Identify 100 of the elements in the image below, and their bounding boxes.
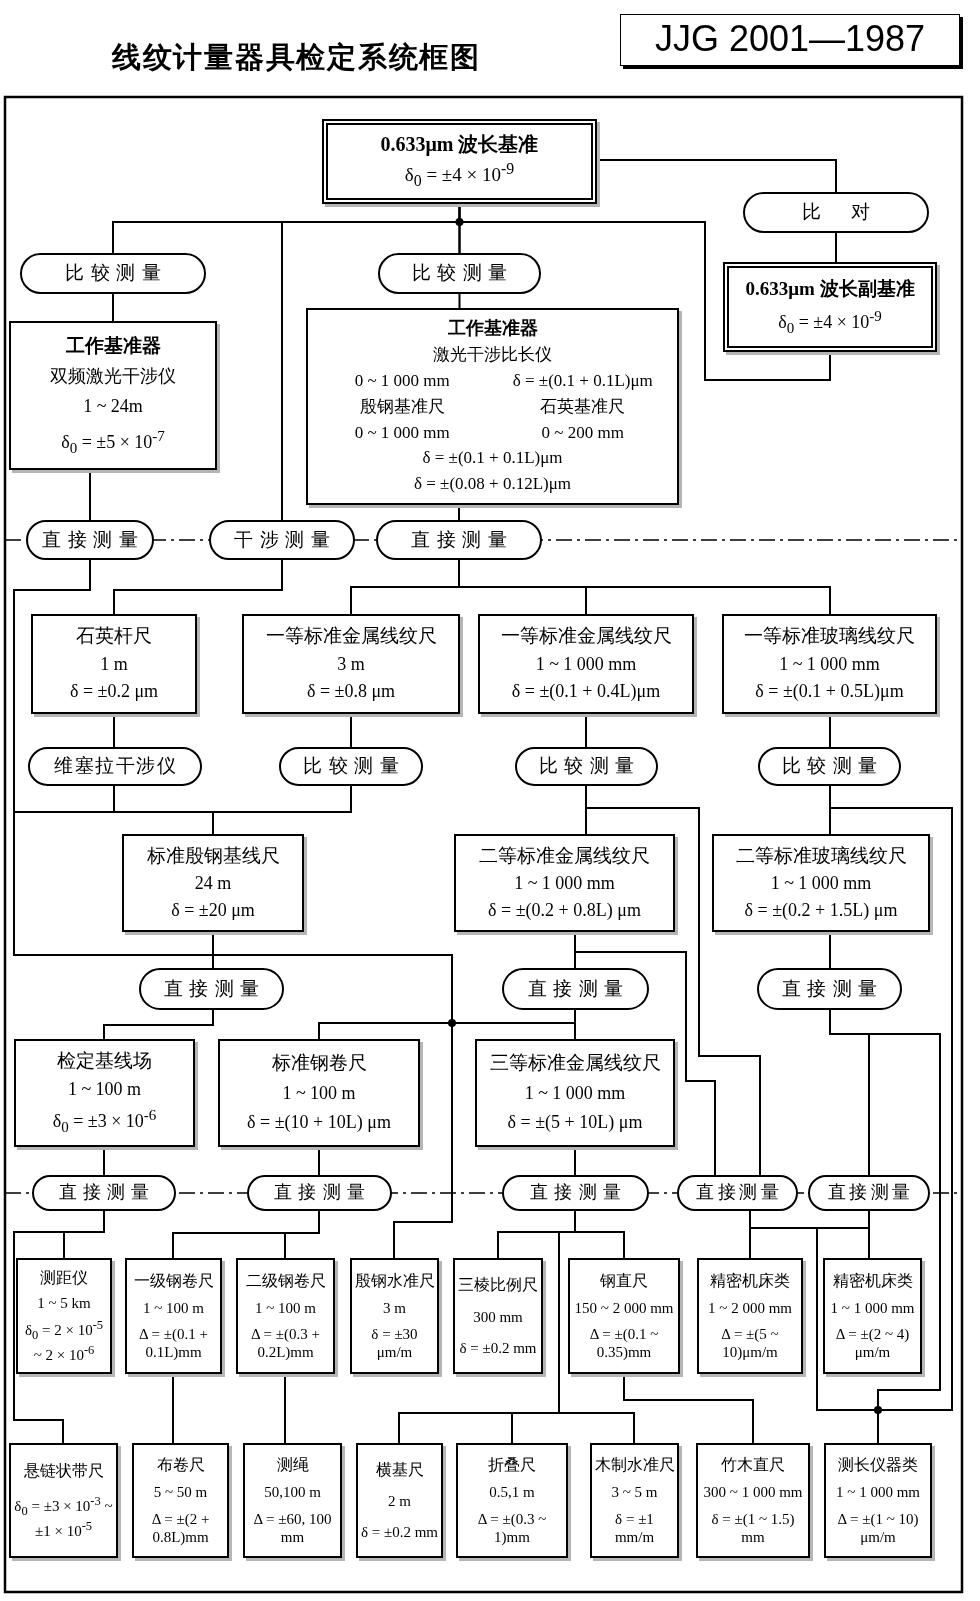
connector-line xyxy=(284,1210,320,1259)
box-heading: 三等标准金属线纹尺 xyxy=(489,1052,661,1075)
pill-label: 直接测量 xyxy=(163,977,267,1001)
box-heading: 一级钢卷尺 xyxy=(133,1270,214,1290)
box-text: δ = ±(5 + 10L) μm xyxy=(507,1112,643,1134)
box-heading: 折叠尺 xyxy=(488,1455,536,1475)
box-text: δ = ±0.2 μm xyxy=(69,681,159,703)
box-text: δ = ±20 μm xyxy=(171,899,255,922)
method-pill xyxy=(502,968,649,1010)
box-text: 3 ~ 5 m xyxy=(611,1483,658,1502)
pill-label: 比较测量 xyxy=(781,755,885,778)
box-heading: 精密机床类 xyxy=(832,1270,913,1290)
pill-label: 直接测量 xyxy=(530,1182,628,1204)
standard-code-label: JJG 2001—1987 xyxy=(620,14,960,66)
box-text: 1 ~ 100 m xyxy=(142,1298,204,1317)
box-text: Δ = ±(5 ~ 10)μm/m xyxy=(720,1325,780,1362)
box-text: 1 ~ 100 m xyxy=(282,1082,356,1105)
instrument-box xyxy=(356,1443,443,1558)
method-pill xyxy=(378,253,541,294)
box-heading: 0.633μm 波长基准 xyxy=(380,131,539,156)
box-text: 1 ~ 1 000 mm xyxy=(524,1082,626,1105)
box-text: Δ = ±(2 + 0.8L)mm xyxy=(150,1509,211,1546)
box-text: 1 ~ 1 000 mm xyxy=(779,653,880,676)
box-text: Δ = ±(0.3 + 0.2L)mm xyxy=(250,1325,321,1362)
pill-label: 比较测量 xyxy=(303,755,406,778)
method-pill xyxy=(758,747,901,786)
box-text: δ = ±0.2 mm xyxy=(459,1338,537,1357)
box-heading: 横基尺 xyxy=(375,1459,424,1480)
box-text: 1 ~ 1 000 mm xyxy=(770,872,872,895)
instrument-box xyxy=(456,1443,568,1558)
box-heading: 测距仪 xyxy=(40,1268,88,1288)
box-heading: 工作基准器 xyxy=(446,318,539,340)
box-heading: 钢直尺 xyxy=(600,1270,648,1290)
box-text: 5 ~ 50 m xyxy=(153,1483,208,1502)
box-text: Δ = ±(0.3 ~ 1)mm xyxy=(476,1509,548,1546)
pill-label: 直接测量 xyxy=(827,1182,914,1204)
box-text: 激光干涉比长仪 xyxy=(432,345,553,366)
instrument-box xyxy=(243,1443,342,1558)
box-text: δ = ±(0.2 + 0.8L) μm xyxy=(488,899,641,922)
box-text: Δ = ±(0.1 ~ 0.35)mm xyxy=(588,1325,660,1362)
box-text: 1 ~ 24m xyxy=(83,396,143,418)
diagram-title: 线纹计量器具检定系统框图 xyxy=(112,40,481,75)
box-text: δ = ±(0.08 + 0.12L)μm xyxy=(412,474,573,495)
method-pill xyxy=(677,1175,798,1211)
connector-line xyxy=(458,293,461,309)
connector-line xyxy=(112,293,114,322)
box-text: δ$_{0}$ = 2 × 10$^{-5}$ ~ 2 × 10$^{-6}$ xyxy=(23,1317,105,1364)
box-text: δ = ±(0.1 + 0.1L)μm xyxy=(511,371,654,392)
instrument-box xyxy=(824,1443,932,1558)
box-text: 150 ~ 2 000 mm xyxy=(574,1298,674,1317)
box-text: 石英基准尺 xyxy=(539,396,627,418)
box-text: δ = ±0.8 μm xyxy=(306,681,396,703)
box-heading: 标准钢卷尺 xyxy=(271,1052,367,1075)
pill-label: 直接测量 xyxy=(781,977,885,1001)
box-text: Δ = ±(1 ~ 10) μm/m xyxy=(836,1509,920,1546)
instrument-box xyxy=(16,1258,112,1374)
pill-label: 直接测量 xyxy=(274,1182,372,1204)
method-pill xyxy=(247,1175,392,1211)
instrument-box xyxy=(125,1258,222,1374)
box-heading: 布卷尺 xyxy=(156,1455,205,1475)
box-text: 3 m xyxy=(337,653,365,676)
instrument-box xyxy=(122,834,304,932)
instrument-box xyxy=(218,1039,420,1147)
box-text: 1 ~ 1 000 mm xyxy=(836,1483,920,1502)
box-text: 1 ~ 1 000 mm xyxy=(514,872,615,895)
box-text: 0 ~ 1 000 mm xyxy=(353,371,451,392)
instrument-box xyxy=(132,1443,229,1558)
box-heading: 一等标准金属线纹尺 xyxy=(265,625,437,648)
box-text: δ = ±(0.2 + 1.5L) μm xyxy=(744,899,898,922)
box-heading: 一等标准玻璃线纹尺 xyxy=(744,625,915,648)
box-text: 0 ~ 200 mm xyxy=(540,422,625,444)
instrument-box xyxy=(454,834,675,932)
box-text: δ = ±1 mm/m xyxy=(613,1509,656,1546)
box-heading: 检定基线场 xyxy=(57,1050,152,1073)
box-heading: 标准殷钢基线尺 xyxy=(146,844,280,868)
instrument-box xyxy=(696,1443,810,1558)
method-pill xyxy=(20,253,206,294)
box-text: δ = ±(10 + 10L) μm xyxy=(247,1112,391,1134)
method-pill xyxy=(515,747,658,786)
connector-line xyxy=(113,559,283,615)
instrument-box xyxy=(9,321,217,470)
pill-label: 比较测量 xyxy=(65,262,168,285)
box-text: 双频激光干涉仪 xyxy=(50,366,176,388)
method-pill xyxy=(376,520,542,560)
instrument-box xyxy=(568,1258,680,1374)
instrument-box xyxy=(306,308,679,505)
box-text: Δ = ±60, 100 mm xyxy=(252,1509,333,1546)
pill-label: 直接测量 xyxy=(527,977,631,1001)
box-text: 50,100 m xyxy=(264,1483,321,1502)
instrument-box xyxy=(242,614,460,714)
pill-label: 比对 xyxy=(801,201,901,224)
connector-line xyxy=(816,1210,879,1444)
instrument-box xyxy=(9,1443,118,1558)
pill-label: 直接测量 xyxy=(42,528,145,552)
pill-label: 比较测量 xyxy=(538,755,642,778)
method-pill xyxy=(32,1175,176,1211)
box-heading: 竹木直尺 xyxy=(721,1455,785,1475)
instrument-box xyxy=(712,834,930,932)
box-text: 300 ~ 1 000 mm xyxy=(703,1483,803,1502)
box-heading: 工作基准器 xyxy=(65,334,161,358)
